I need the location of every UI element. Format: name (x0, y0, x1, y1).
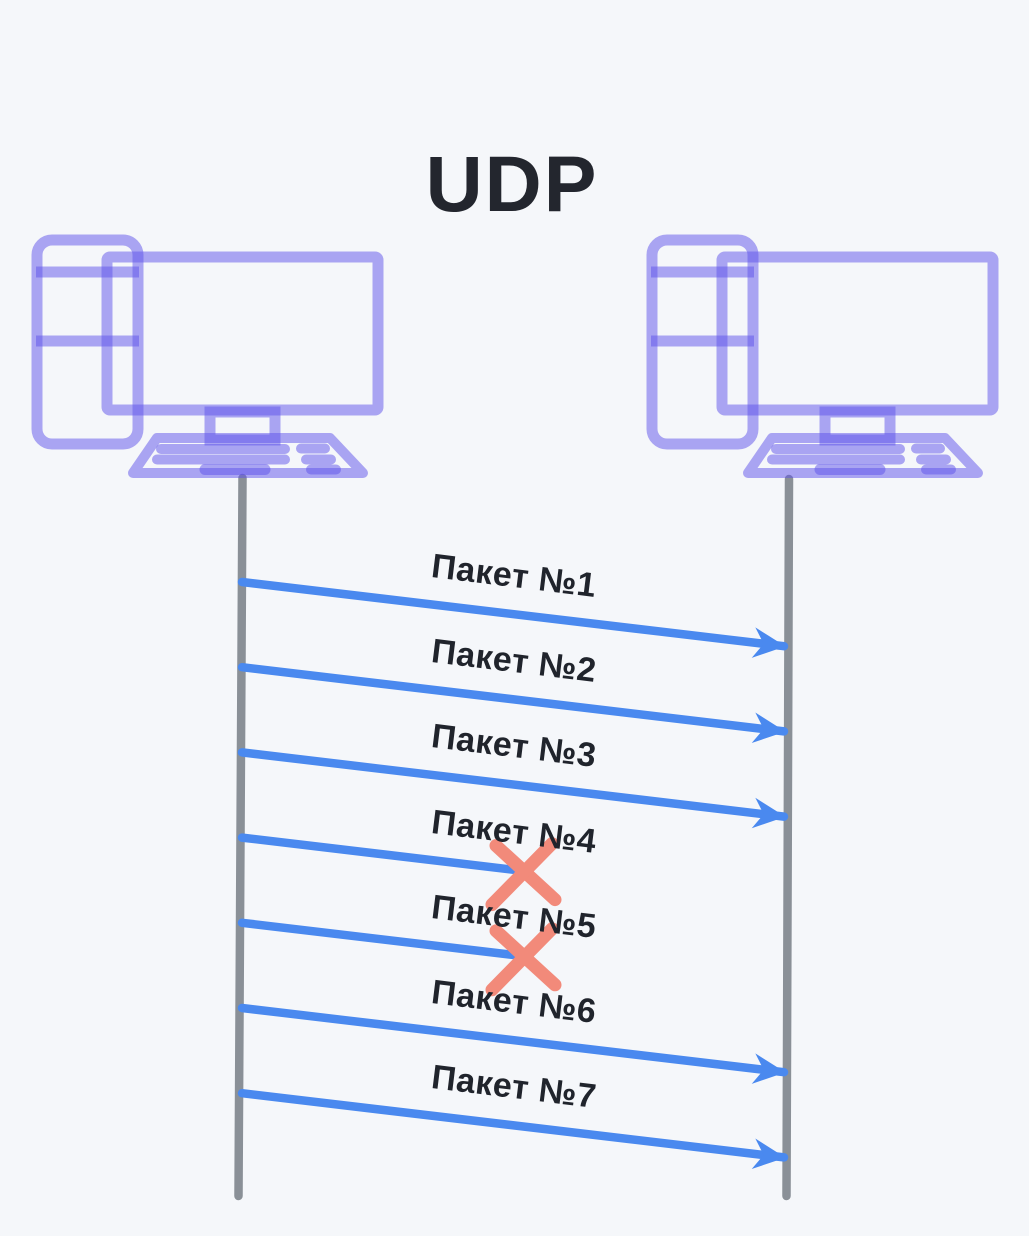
packet-arrow-lost (237, 918, 534, 962)
page-title: UDP (425, 138, 599, 228)
packet-arrow (237, 1003, 789, 1084)
packet-arrow (237, 662, 789, 744)
packet-arrow-lost (237, 833, 534, 876)
sender-computer-icon (36, 240, 378, 473)
packet-lost-cross-icon (485, 922, 562, 997)
packet-lost-cross-icon (485, 837, 562, 912)
receiver-lifeline (782, 474, 794, 1201)
receiver-computer-icon (651, 240, 993, 473)
packet-arrow (237, 748, 789, 829)
packet-arrow (237, 1088, 789, 1170)
packets-layer (237, 577, 789, 1170)
packet-arrow (237, 577, 789, 658)
